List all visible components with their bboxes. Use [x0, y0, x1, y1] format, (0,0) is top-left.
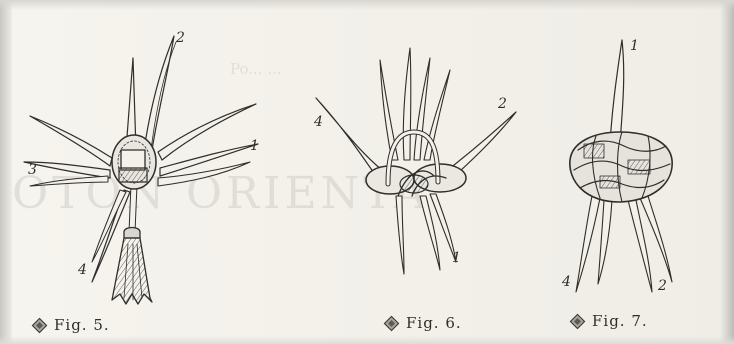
fig5-cord: [129, 185, 137, 232]
fig6-strand-up-4: [424, 70, 450, 160]
fig5-strand-2: [144, 36, 174, 150]
figure-6-caption-text: Fig. 6.: [406, 314, 462, 332]
figure-5-caption-text: Fig. 5.: [54, 316, 110, 334]
figure-7-caption-text: Fig. 7.: [592, 312, 648, 330]
fig5-tassel: [112, 238, 152, 304]
fig5-label-1: 1: [250, 138, 259, 154]
fig7-label-1: 1: [630, 38, 639, 54]
fig7-label-2: 2: [658, 278, 667, 294]
figure-6-caption: Fig. 6.: [386, 314, 462, 332]
fig6-label-2: 2: [498, 96, 507, 112]
figure-7-drawing: [570, 40, 672, 292]
fig5-label-4: 4: [78, 262, 87, 278]
fig5-knot-center: [121, 150, 145, 170]
figure-7-caption: Fig. 7.: [572, 312, 648, 330]
fig6-label-4: 4: [314, 114, 323, 130]
fig7-strand-1: [610, 40, 624, 144]
fig5-label-3: 3: [28, 162, 37, 178]
fig6-strand-4: [316, 98, 382, 176]
fig7-strand-down-1: [576, 196, 600, 292]
figure-6-drawing: [316, 48, 516, 274]
figure-5-drawing: [24, 36, 258, 304]
figure-5-caption: Fig. 5.: [34, 316, 110, 334]
diamond-bullet-icon: [384, 315, 400, 331]
fig7-strand-down-4: [640, 196, 672, 282]
fig6-strand-down-1: [396, 196, 404, 274]
fig7-label-4: 4: [562, 274, 571, 290]
fig7-knot-ball: [570, 132, 672, 202]
fig7-strand-down-2: [598, 200, 612, 284]
fig5-label-2: 2: [176, 30, 185, 46]
diamond-bullet-icon: [32, 317, 48, 333]
fig6-strand-up-2: [403, 48, 411, 160]
fig6-label-1: 1: [452, 250, 461, 266]
fig5-tassel-top: [124, 228, 140, 239]
fig5-strand-upper-left: [30, 116, 112, 166]
fig5-strand-upper-right: [158, 104, 256, 160]
diamond-bullet-icon: [570, 313, 586, 329]
